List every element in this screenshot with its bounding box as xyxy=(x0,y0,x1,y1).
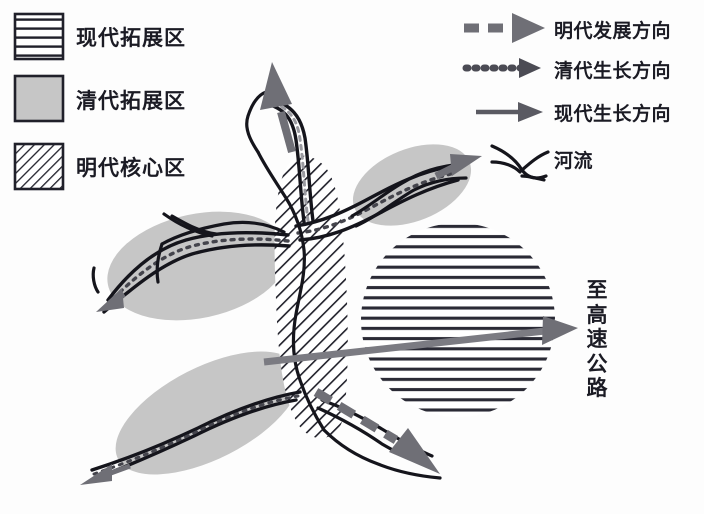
road-west xyxy=(102,231,291,314)
river-west-b xyxy=(160,220,286,246)
ming-core-zone xyxy=(274,155,348,439)
river-northeast-b xyxy=(354,176,468,228)
legend-label-qing-expansion: 清代拓展区 xyxy=(76,89,186,113)
qing-zone-northeast xyxy=(352,144,472,226)
river-central-lower xyxy=(322,428,442,480)
direction-arrows xyxy=(80,62,578,485)
arrow-northeast xyxy=(434,154,482,180)
legend-label-ming-direction: 明代发展方向 xyxy=(554,21,672,42)
river-west-d xyxy=(162,212,214,238)
swatch-qing-expansion xyxy=(13,74,65,123)
highway-direction-label: 至高速公路 xyxy=(586,278,608,401)
swatch-modern-expansion xyxy=(13,12,65,61)
arrow-north xyxy=(260,62,296,154)
river-north-branch xyxy=(256,150,306,252)
dashed-arrow-icon xyxy=(464,13,545,43)
arrow-southwest xyxy=(96,288,126,312)
legend-label-ming-core: 明代核心区 xyxy=(76,156,186,180)
river-branch-icon xyxy=(490,144,550,182)
legend-label-modern-expansion: 现代拓展区 xyxy=(76,26,186,50)
arrow-southwest-lower xyxy=(80,463,131,485)
river-west-c xyxy=(170,214,218,236)
river-west xyxy=(155,242,164,284)
legend-label-modern-direction: 现代生长方向 xyxy=(554,104,672,125)
arrow-east xyxy=(263,316,578,366)
river-central xyxy=(291,248,326,432)
solid-arrow-icon xyxy=(476,102,543,122)
swatch-ming-core xyxy=(13,142,65,191)
river-north xyxy=(245,90,268,154)
legend-label-qing-direction: 清代生长方向 xyxy=(554,61,672,82)
river-west-stub xyxy=(91,266,100,294)
river-northeast xyxy=(350,162,464,218)
modern-expansion-zone xyxy=(361,223,555,417)
legend-label-river: 河流 xyxy=(554,151,594,172)
arrow-southeast xyxy=(313,388,440,474)
river-network xyxy=(91,90,468,480)
dotted-arrow-icon xyxy=(462,58,541,78)
